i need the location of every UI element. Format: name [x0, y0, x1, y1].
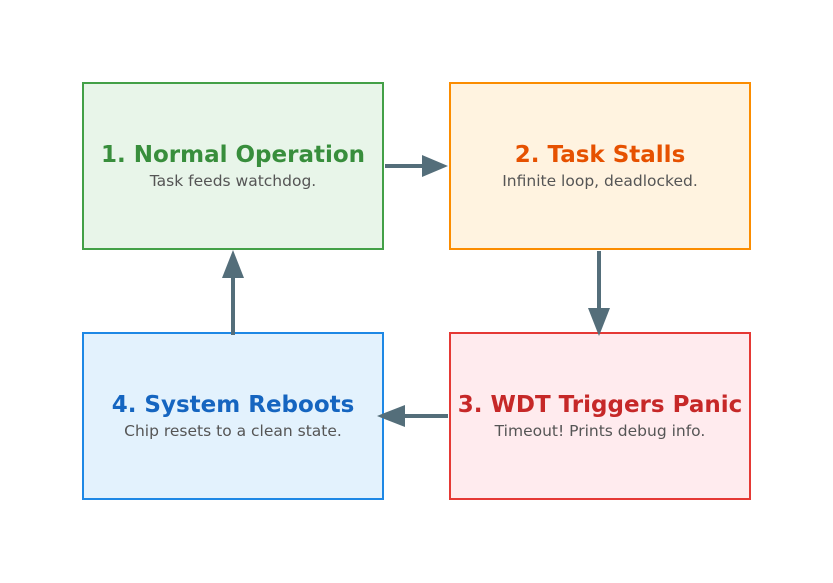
step-wdt-triggers-panic: 3. WDT Triggers Panic Timeout! Prints de… — [449, 332, 751, 500]
step-task-stalls: 2. Task Stalls Infinite loop, deadlocked… — [449, 82, 751, 250]
arrowhead-panic-to-reboots — [377, 405, 405, 427]
step-description: Timeout! Prints debug info. — [494, 422, 706, 440]
step-normal-operation: 1. Normal Operation Task feeds watchdog. — [82, 82, 384, 250]
arrowhead-reboots-to-normal — [222, 250, 244, 278]
step-title: 4. System Reboots — [111, 392, 355, 418]
step-title: 2. Task Stalls — [514, 142, 686, 168]
step-description: Task feeds watchdog. — [149, 172, 317, 190]
step-title: 3. WDT Triggers Panic — [457, 392, 743, 418]
step-description: Chip resets to a clean state. — [124, 422, 342, 440]
step-description: Infinite loop, deadlocked. — [502, 172, 698, 190]
arrowhead-normal-to-stalls — [422, 155, 448, 177]
arrowhead-stalls-to-panic — [588, 308, 610, 336]
step-title: 1. Normal Operation — [100, 142, 366, 168]
